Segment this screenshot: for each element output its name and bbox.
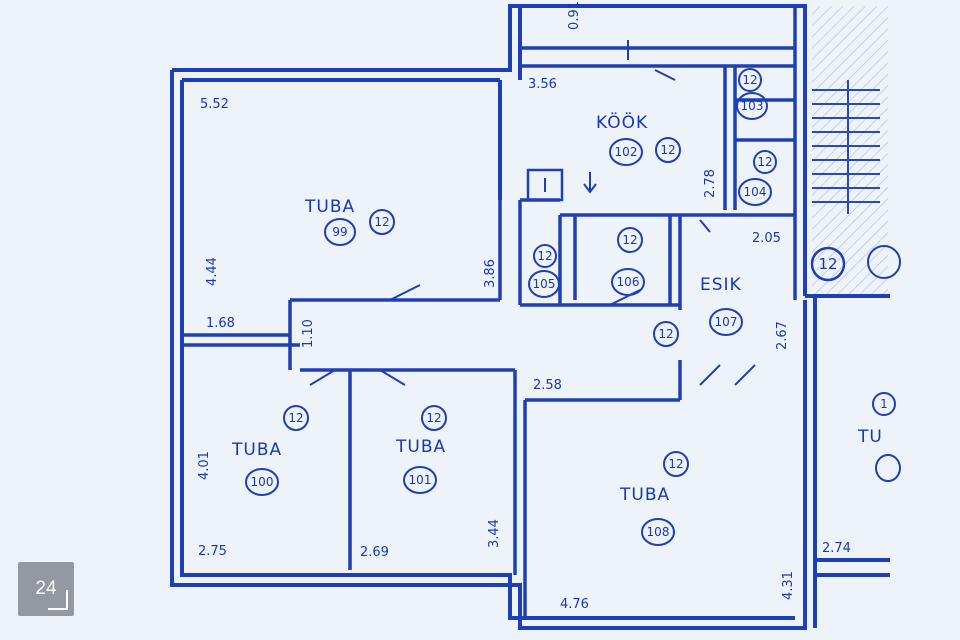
outer-walls	[170, 4, 890, 630]
room-name: KÖÖK	[596, 111, 648, 133]
dim-label: 2.75	[198, 544, 227, 559]
room-number-circle	[641, 518, 675, 546]
dim-label: 1.10	[301, 319, 316, 348]
room-number: 102	[615, 145, 638, 159]
room-marker: 12	[668, 457, 683, 471]
room-marker: 12	[288, 411, 303, 425]
room-99: TUBA 99 12	[304, 197, 395, 246]
room-marker: 12	[374, 215, 389, 229]
dim-label: 4.76	[560, 597, 589, 612]
room-107: ESIK 107 12	[653, 275, 743, 347]
room-marker: 12	[742, 73, 757, 87]
dim-label: 4.31	[781, 571, 796, 600]
room-105: 105 12	[528, 244, 560, 298]
room-name: TUBA	[304, 197, 355, 217]
room-number-circle	[245, 468, 279, 496]
room-number-circle	[609, 138, 643, 166]
room-marker-circle	[663, 451, 689, 477]
room-number: 103	[741, 99, 764, 113]
door-swings	[309, 40, 756, 386]
room-108: TUBA 108 12	[619, 451, 689, 546]
room-marker-circle	[653, 321, 679, 347]
interior-walls	[182, 6, 797, 620]
room-number: 104	[744, 185, 767, 199]
room-number-circle	[738, 178, 772, 206]
dim-label: 2.74	[822, 541, 851, 556]
room-number-circle	[324, 218, 356, 246]
room-number-circle	[611, 268, 645, 296]
room-marker: 12	[757, 155, 772, 169]
dim-label: 2.67	[775, 321, 790, 350]
room-100: TUBA 100 12	[231, 405, 309, 496]
room-marker: 12	[426, 411, 441, 425]
room-103: 103 12	[736, 68, 768, 120]
room-marker: 12	[622, 233, 637, 247]
room-marker-circle	[533, 244, 557, 268]
room-marker-circle	[617, 227, 643, 253]
dim-label: 4.01	[197, 451, 212, 480]
room-marker-circle	[872, 392, 896, 416]
room-marker-circle	[421, 405, 447, 431]
photo-count-badge[interactable]: 24	[18, 562, 74, 616]
room-stair: 12	[810, 245, 901, 282]
room-number: 106	[617, 275, 640, 289]
room-marker: 12	[537, 249, 552, 263]
room-marker: 1	[880, 397, 888, 411]
room-number-circle	[736, 92, 768, 120]
room-marker-circle-partial	[867, 245, 901, 279]
dim-label: 3.86	[483, 259, 498, 288]
dim-label: 4.44	[205, 257, 220, 286]
room-106: 106 12	[611, 227, 645, 296]
room-right: TU 1	[857, 392, 901, 482]
dim-label: 2.78	[703, 169, 718, 198]
room-number: 107	[715, 315, 738, 329]
dimension-labels: 0.91 3.56 5.52 4.44 3.86 1.68 1.10 2.78 …	[197, 1, 851, 612]
room-marker-circle	[283, 405, 309, 431]
room-marker: 12	[660, 143, 675, 157]
dim-label: 2.05	[752, 231, 781, 246]
stair-steps	[812, 80, 880, 214]
room-number-circle	[709, 308, 743, 336]
room-marker-circle	[810, 246, 846, 282]
room-number-circle	[403, 466, 437, 494]
photo-count: 24	[35, 578, 57, 599]
dim-label: 2.58	[533, 378, 562, 393]
room-number: 100	[251, 475, 274, 489]
room-name: TU	[857, 427, 883, 447]
dim-label: 2.69	[360, 545, 389, 560]
room-marker: 12	[658, 327, 673, 341]
room-marker: 12	[818, 255, 837, 273]
room-number: 99	[332, 225, 347, 239]
room-number-circle	[528, 270, 560, 298]
room-marker-circle	[738, 68, 762, 92]
room-name: TUBA	[619, 485, 670, 505]
dim-label: 0.91	[567, 1, 582, 30]
stair-hatch	[812, 6, 888, 296]
dim-label: 5.52	[200, 97, 229, 112]
room-102: KÖÖK 102 12	[596, 111, 681, 166]
room-name: ESIK	[700, 275, 742, 295]
dim-label: 3.56	[528, 77, 557, 92]
room-number-circle-partial	[875, 454, 901, 482]
room-marker-circle	[369, 209, 395, 235]
room-number: 105	[533, 277, 556, 291]
room-marker-circle	[753, 150, 777, 174]
room-104: 104 12	[738, 150, 777, 206]
room-name: TUBA	[395, 437, 446, 457]
room-101: TUBA 101 12	[395, 405, 447, 494]
room-number: 108	[647, 525, 670, 539]
room-number: 101	[409, 473, 432, 487]
dim-label: 1.68	[206, 316, 235, 331]
kitchen-stove	[526, 168, 564, 202]
room-marker-circle	[655, 137, 681, 163]
dim-label: 3.44	[487, 519, 502, 548]
room-name: TUBA	[231, 440, 282, 460]
